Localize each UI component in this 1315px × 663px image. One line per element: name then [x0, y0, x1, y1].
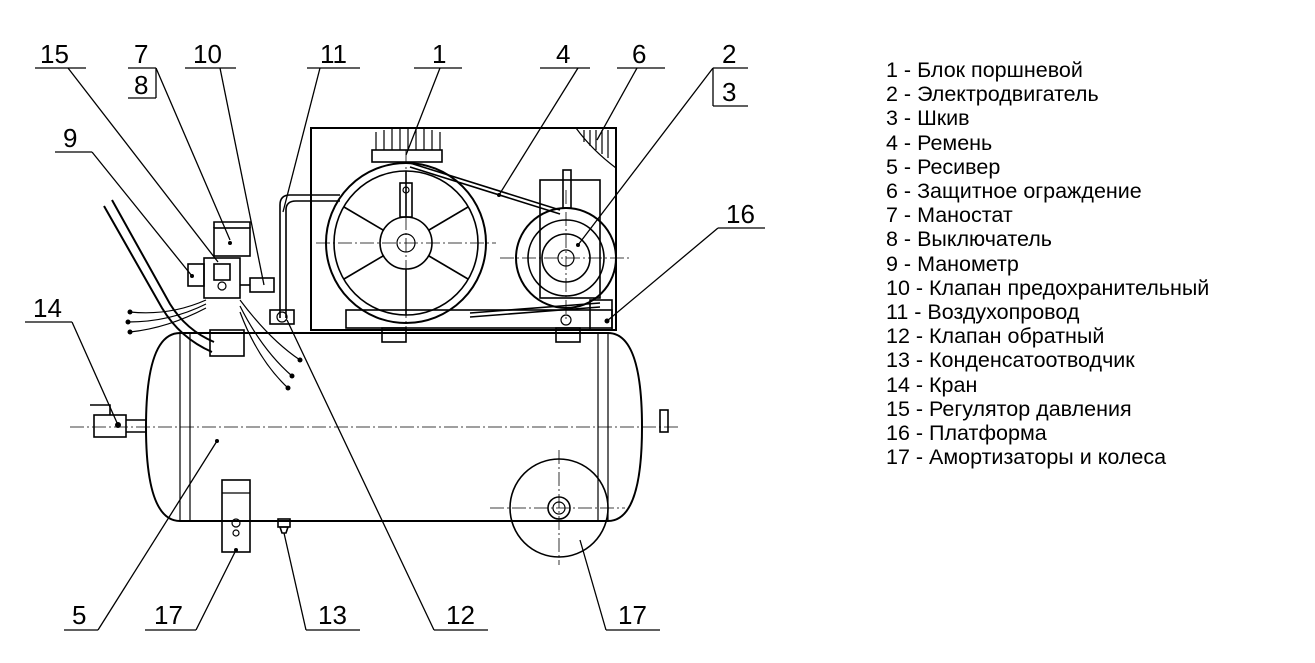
callout-10: 10	[193, 39, 222, 69]
legend-item: 3 - Шкив	[886, 106, 970, 131]
receiver-tank	[70, 332, 680, 534]
callout-14: 14	[33, 293, 62, 323]
callout-3: 3	[722, 77, 736, 107]
callout-13: 13	[318, 600, 347, 630]
compressor-drawing: 15 7 8 10 11 1 4 6 2 3 9 16 14 5 17 13 1…	[25, 39, 765, 631]
callout-9: 9	[63, 123, 77, 153]
legend-item: 11 - Воздухопровод	[886, 300, 1080, 325]
legend-item: 7 - Маностат	[886, 203, 1013, 228]
flywheel	[316, 150, 496, 335]
callout-8: 8	[134, 70, 148, 100]
callout-5: 5	[72, 600, 86, 630]
pressure-switch-assembly	[103, 199, 303, 391]
legend-item: 13 - Конденсатоотводчик	[886, 348, 1135, 373]
legend-item: 16 - Платформа	[886, 421, 1047, 446]
callout-6: 6	[632, 39, 646, 69]
legend-item: 17 - Амортизаторы и колеса	[886, 445, 1167, 470]
callout-16: 16	[726, 199, 755, 229]
legend-item: 15 - Регулятор давления	[886, 396, 1132, 421]
legend-item: 14 - Кран	[886, 372, 978, 397]
wheel	[490, 450, 625, 565]
motor	[500, 169, 630, 320]
legend-item: 4 - Ремень	[886, 130, 993, 155]
legend-item: 5 - Ресивер	[886, 154, 1001, 179]
callout-labels: 15 7 8 10 11 1 4 6 2 3 9 16 14 5 17 13 1…	[33, 39, 755, 630]
parts-legend: 1 - Блок поршневой 2 - Электродвигатель …	[886, 58, 1209, 469]
callout-1: 1	[432, 39, 446, 69]
foot-absorber	[221, 479, 251, 553]
legend-item: 8 - Выключатель	[886, 227, 1052, 252]
belt	[409, 162, 601, 318]
callout-15: 15	[40, 39, 69, 69]
legend-item: 6 - Защитное ограждение	[886, 179, 1142, 204]
air-line	[269, 194, 340, 325]
callout-7: 7	[134, 39, 148, 69]
callout-17-left: 17	[154, 600, 183, 630]
legend-item: 10 - Клапан предохранительный	[886, 275, 1210, 300]
legend-item: 1 - Блок поршневой	[886, 58, 1083, 82]
callout-2: 2	[722, 39, 736, 69]
legend-item: 2 - Электродвигатель	[886, 82, 1099, 107]
legend-item: 9 - Манометр	[886, 251, 1019, 276]
callout-12: 12	[446, 600, 475, 630]
callout-4: 4	[556, 39, 570, 69]
callout-leaders	[25, 67, 765, 631]
legend-item: 12 - Клапан обратный	[886, 324, 1105, 349]
callout-11: 11	[320, 39, 347, 69]
piston-block	[371, 128, 443, 163]
callout-17-right: 17	[618, 600, 647, 630]
drain-tap	[90, 404, 146, 438]
